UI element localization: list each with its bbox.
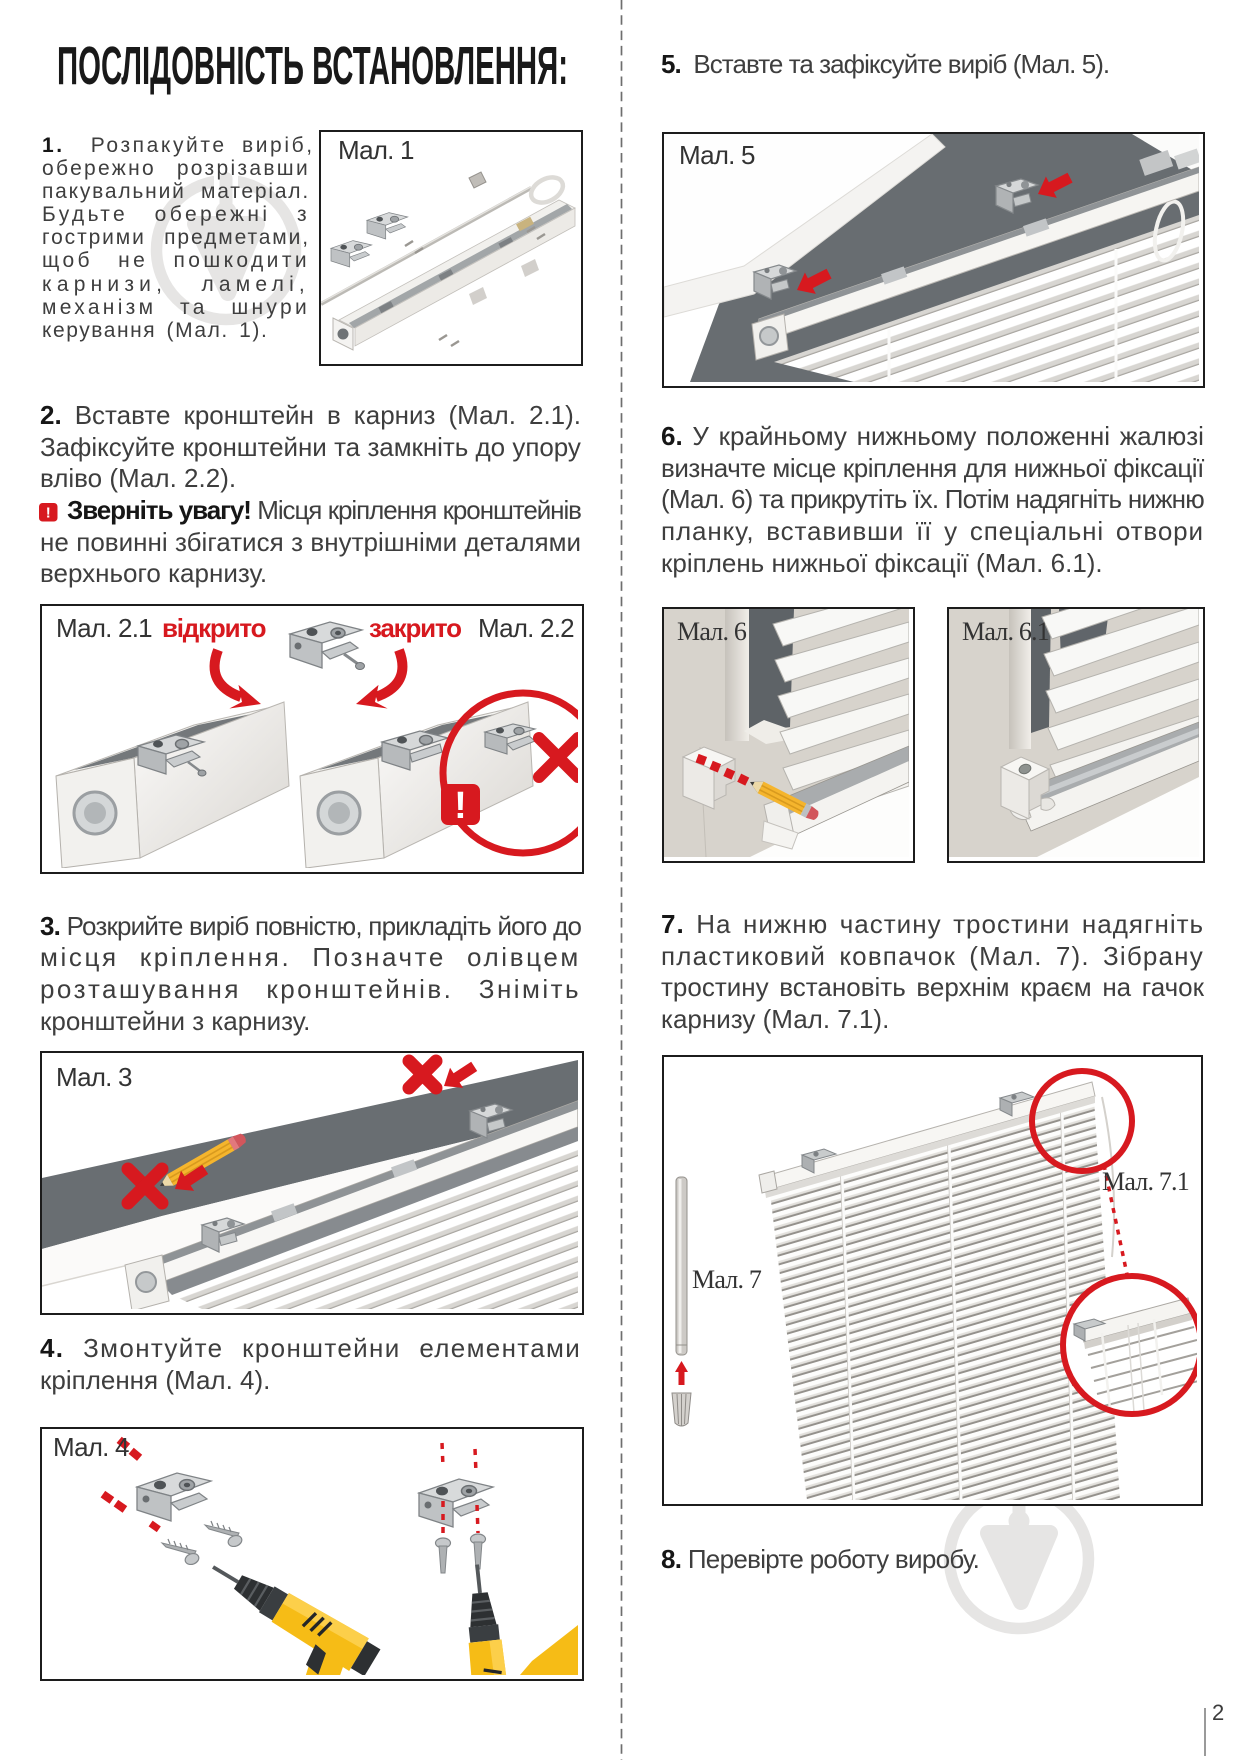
svg-text:!: ! bbox=[46, 505, 51, 522]
svg-text:ПОСЛІДОВНІСТЬ ВСТАНОВЛЕННЯ:: ПОСЛІДОВНІСТЬ ВСТАНОВЛЕННЯ: bbox=[57, 37, 568, 96]
svg-text:!: ! bbox=[454, 785, 467, 827]
